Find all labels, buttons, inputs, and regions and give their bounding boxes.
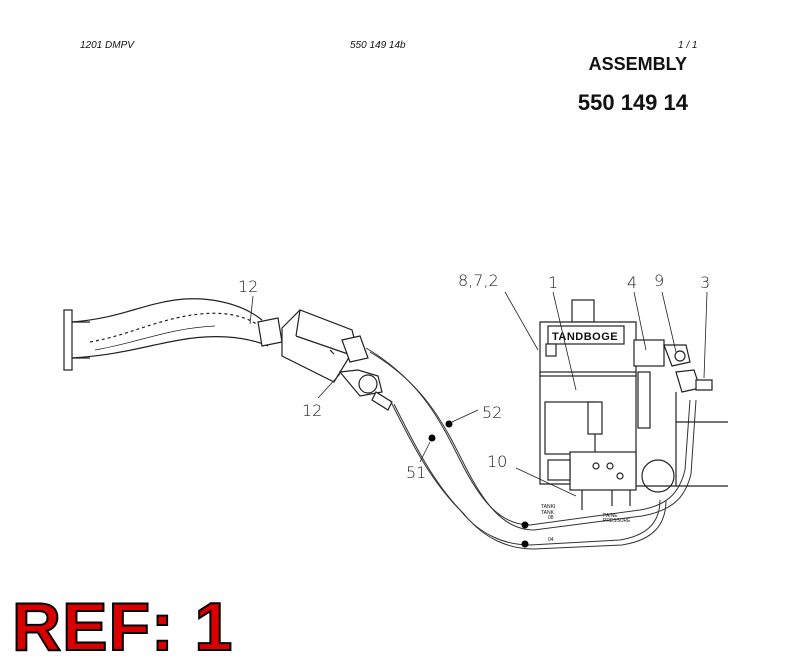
callout-1: 1: [548, 273, 558, 292]
pressure-label-fr: PAINE: [603, 513, 618, 519]
hydraulic-fitting-block: [257, 309, 393, 411]
brand-plate: TANDBOGE: [552, 331, 618, 343]
callout-10: 10: [487, 452, 507, 471]
reference-label: REF: 1: [11, 589, 234, 665]
hose-size-04: 04: [548, 537, 554, 543]
flange-plate: [63, 309, 90, 371]
assembly-heading: ASSEMBLY: [588, 54, 687, 74]
callout-8-7-2: 8,7,2: [458, 271, 499, 290]
tank-label-en: TANK: [541, 510, 555, 516]
callout-3: 3: [700, 273, 710, 292]
boom-tube: [71, 298, 269, 359]
hose-lines: [365, 347, 697, 550]
assembly-part-number: 550 149 14: [577, 90, 688, 115]
tank-label-fr: TANKI: [541, 504, 555, 510]
hose-size-08: 08: [548, 515, 554, 521]
power-unit: [539, 299, 728, 510]
callout-9: 9: [654, 271, 664, 290]
callout-12-bottom: 12: [302, 401, 322, 420]
callout-52: 52: [482, 403, 502, 422]
callout-4: 4: [627, 273, 637, 292]
drawing-reference: 550 149 14b: [350, 40, 406, 51]
page-indicator: 1 / 1: [678, 40, 698, 51]
hose-marker-dots: [428, 420, 529, 548]
callout-leaders: [249, 291, 708, 497]
pressure-label-en: PRESSURE: [603, 518, 631, 524]
callout-12-top: 12: [238, 277, 258, 296]
model-code: 1201 DMPV: [80, 40, 134, 51]
callout-51: 51: [406, 463, 426, 482]
